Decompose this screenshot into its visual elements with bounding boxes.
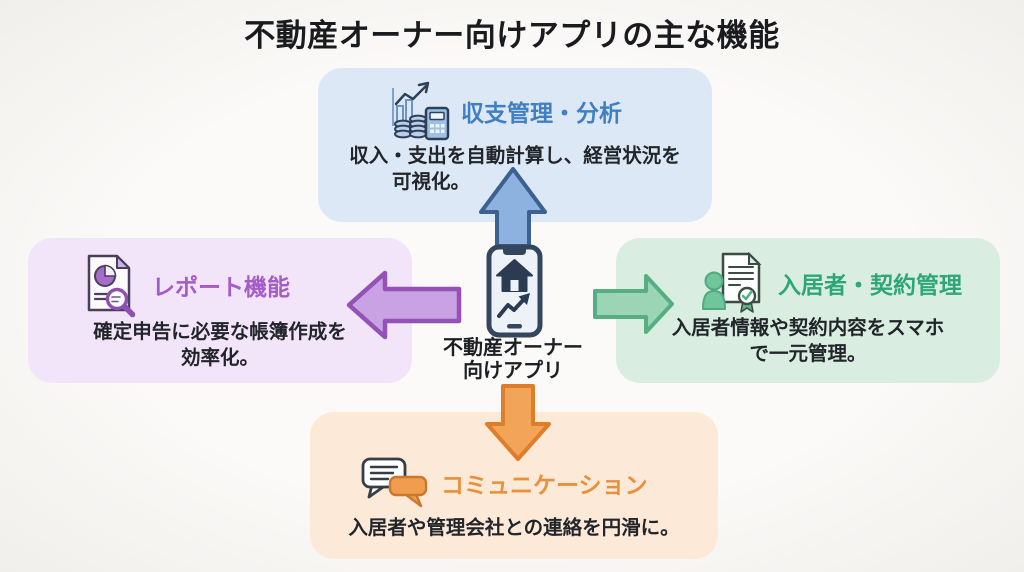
feature-desc-report-line1: 確定申告に必要な帳簿作成を <box>93 321 347 343</box>
feature-title-income: 収支管理・分析 <box>461 100 622 126</box>
feature-desc-income: 収入・支出を自動計算し、経営状況を 可視化。 <box>318 143 712 195</box>
arrow-up-icon <box>479 167 547 248</box>
finance-chart-calculator-icon <box>392 81 450 141</box>
feature-title-tenant: 入居者・契約管理 <box>778 272 962 298</box>
feature-desc-tenant-line2: で一元管理。 <box>749 343 867 365</box>
feature-head-tenant: 入居者・契約管理 <box>616 252 1000 314</box>
feature-title-report: レポート機能 <box>152 274 290 300</box>
feature-desc-communication: 入居者や管理会社との連絡を円滑に。 <box>310 515 718 541</box>
feature-desc-income-line2: 可視化。 <box>391 171 470 193</box>
feature-head-communication: コミュニケーション <box>310 456 718 510</box>
chat-bubbles-icon <box>361 457 428 508</box>
feature-desc-report: 確定申告に必要な帳簿作成を 効率化。 <box>28 319 412 371</box>
center-app-label: 不動産オーナー 向けアプリ <box>413 337 613 383</box>
arrow-right-icon <box>593 274 674 334</box>
arrow-down-icon <box>485 384 551 461</box>
feature-desc-report-line2: 効率化。 <box>180 347 259 369</box>
feature-card-report: レポート機能 確定申告に必要な帳簿作成を 効率化。 <box>28 238 412 383</box>
center-app-label-line2: 向けアプリ <box>463 360 563 382</box>
center-app-label-line1: 不動産オーナー <box>443 337 583 359</box>
feature-desc-communication-line1: 入居者や管理会社との連絡を円滑に。 <box>348 517 680 539</box>
page-title: 不動産オーナー向けアプリの主な機能 <box>244 18 780 53</box>
feature-card-communication: コミュニケーション 入居者や管理会社との連絡を円滑に。 <box>310 412 718 559</box>
feature-title-communication: コミュニケーション <box>441 472 648 498</box>
feature-head-report: レポート機能 <box>28 252 412 318</box>
feature-desc-tenant: 入居者情報や契約内容をスマホ で一元管理。 <box>616 315 1000 367</box>
smartphone-house-trend-icon <box>486 244 543 338</box>
feature-card-tenant: 入居者・契約管理 入居者情報や契約内容をスマホ で一元管理。 <box>616 238 1000 383</box>
report-document-magnifier-icon <box>87 254 136 318</box>
feature-desc-income-line1: 収入・支出を自動計算し、経営状況を <box>349 145 681 167</box>
feature-desc-tenant-line1: 入居者情報や契約内容をスマホ <box>671 317 945 339</box>
arrow-left-icon <box>346 270 462 340</box>
tenant-contract-seal-icon <box>702 252 762 313</box>
feature-head-income: 収支管理・分析 <box>318 80 712 142</box>
